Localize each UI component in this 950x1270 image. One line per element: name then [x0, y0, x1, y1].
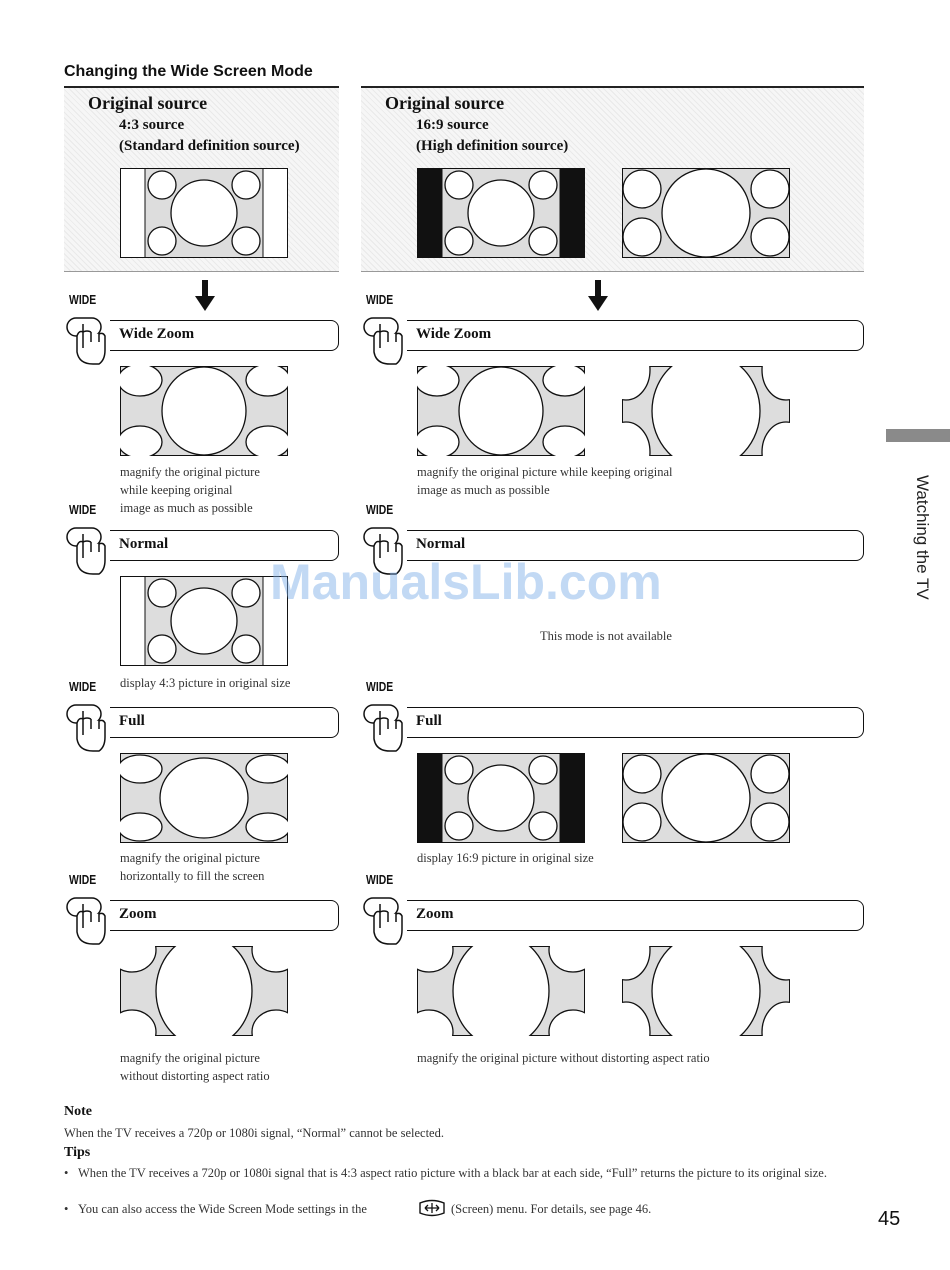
down-arrow-icon	[195, 280, 215, 317]
section-title: Changing the Wide Screen Mode	[64, 63, 313, 80]
wide-button-label: WIDE	[69, 292, 97, 307]
wide-button-hand-icon[interactable]	[65, 518, 109, 583]
diagram-43-wide-zoom	[120, 366, 288, 456]
note-text: When the TV receives a 720p or 1080i sig…	[64, 1126, 444, 1140]
diagram-169-full	[417, 753, 585, 843]
tip-item-2: You can also access the Wide Screen Mode…	[78, 1202, 367, 1216]
wide-button-hand-icon[interactable]	[65, 695, 109, 760]
wide-button-label: WIDE	[69, 679, 97, 694]
mode-name: Wide Zoom	[119, 326, 195, 342]
mode-label-box	[407, 530, 864, 561]
diagram-169-zoom	[622, 946, 790, 1036]
left-source-line2: (Standard definition source)	[119, 138, 300, 154]
mode-name: Wide Zoom	[416, 326, 492, 342]
side-tab-label: Watching the TV	[913, 475, 932, 600]
down-arrow-icon	[588, 280, 608, 317]
note-heading: Note	[64, 1104, 92, 1119]
tip-item-2-cont: (Screen) menu. For details, see page 46.	[451, 1202, 652, 1216]
mode-label-box	[407, 320, 864, 351]
diagram-169-source-full	[622, 168, 790, 258]
left-source-line1: 4:3 source	[119, 117, 185, 133]
right-caption: This mode is not available	[540, 629, 672, 643]
diagram-169-wide-zoom	[622, 366, 790, 456]
mode-name: Normal	[119, 536, 169, 552]
right-source-line2: (High definition source)	[416, 138, 569, 154]
right-caption: display 16:9 picture in original size	[417, 851, 594, 865]
wide-button-label: WIDE	[366, 502, 394, 517]
right-caption: magnify the original picture without dis…	[417, 1051, 710, 1065]
mode-name: Full	[119, 713, 145, 729]
screen-menu-icon	[418, 1199, 446, 1222]
mode-name: Zoom	[416, 906, 454, 922]
mode-label-box	[110, 900, 339, 931]
tip-bullet: •	[64, 1166, 69, 1180]
diagram-169-source-pillarbox	[417, 168, 585, 258]
wide-button-hand-icon[interactable]	[362, 518, 406, 583]
wide-button-label: WIDE	[69, 502, 97, 517]
diagram-169-zoom	[417, 946, 585, 1036]
mode-label-box	[407, 900, 864, 931]
wide-button-label: WIDE	[366, 679, 394, 694]
diagram-43-zoom	[120, 946, 288, 1036]
mode-name: Full	[416, 713, 442, 729]
left-caption: display 4:3 picture in original size	[120, 676, 291, 690]
diagram-43-normal	[120, 576, 288, 666]
side-tab-marker	[886, 429, 950, 442]
mode-label-box	[110, 320, 339, 351]
wide-button-hand-icon[interactable]	[65, 308, 109, 373]
mode-name: Zoom	[119, 906, 157, 922]
right-source-line1: 16:9 source	[416, 117, 489, 133]
left-caption: magnify the original picture while keepi…	[120, 465, 260, 515]
left-source-heading: Original source	[88, 93, 208, 113]
diagram-169-full	[622, 753, 790, 843]
title-rule-left	[64, 86, 339, 88]
diagram-43-full	[120, 753, 288, 843]
wide-button-label: WIDE	[366, 872, 394, 887]
right-caption: magnify the original picture while keepi…	[417, 465, 673, 497]
mode-label-box	[110, 707, 339, 738]
wide-button-label: WIDE	[69, 872, 97, 887]
left-caption: magnify the original picture without dis…	[120, 1051, 270, 1083]
page-number: 45	[878, 1208, 901, 1230]
diagram-43-source	[120, 168, 288, 258]
wide-button-hand-icon[interactable]	[362, 888, 406, 953]
title-rule-right	[361, 86, 864, 88]
diagram-169-wide-zoom	[417, 366, 585, 456]
tip-bullet: •	[64, 1202, 69, 1216]
wide-button-hand-icon[interactable]	[362, 695, 406, 760]
wide-button-label: WIDE	[366, 292, 394, 307]
left-caption: magnify the original picture horizontall…	[120, 851, 265, 883]
tip-item-1: When the TV receives a 720p or 1080i sig…	[78, 1166, 827, 1180]
wide-button-hand-icon[interactable]	[362, 308, 406, 373]
watermark: ManualsLib.com	[270, 554, 662, 610]
tips-heading: Tips	[64, 1145, 91, 1160]
mode-name: Normal	[416, 536, 466, 552]
mode-label-box	[407, 707, 864, 738]
right-source-heading: Original source	[385, 93, 505, 113]
wide-button-hand-icon[interactable]	[65, 888, 109, 953]
mode-label-box	[110, 530, 339, 561]
